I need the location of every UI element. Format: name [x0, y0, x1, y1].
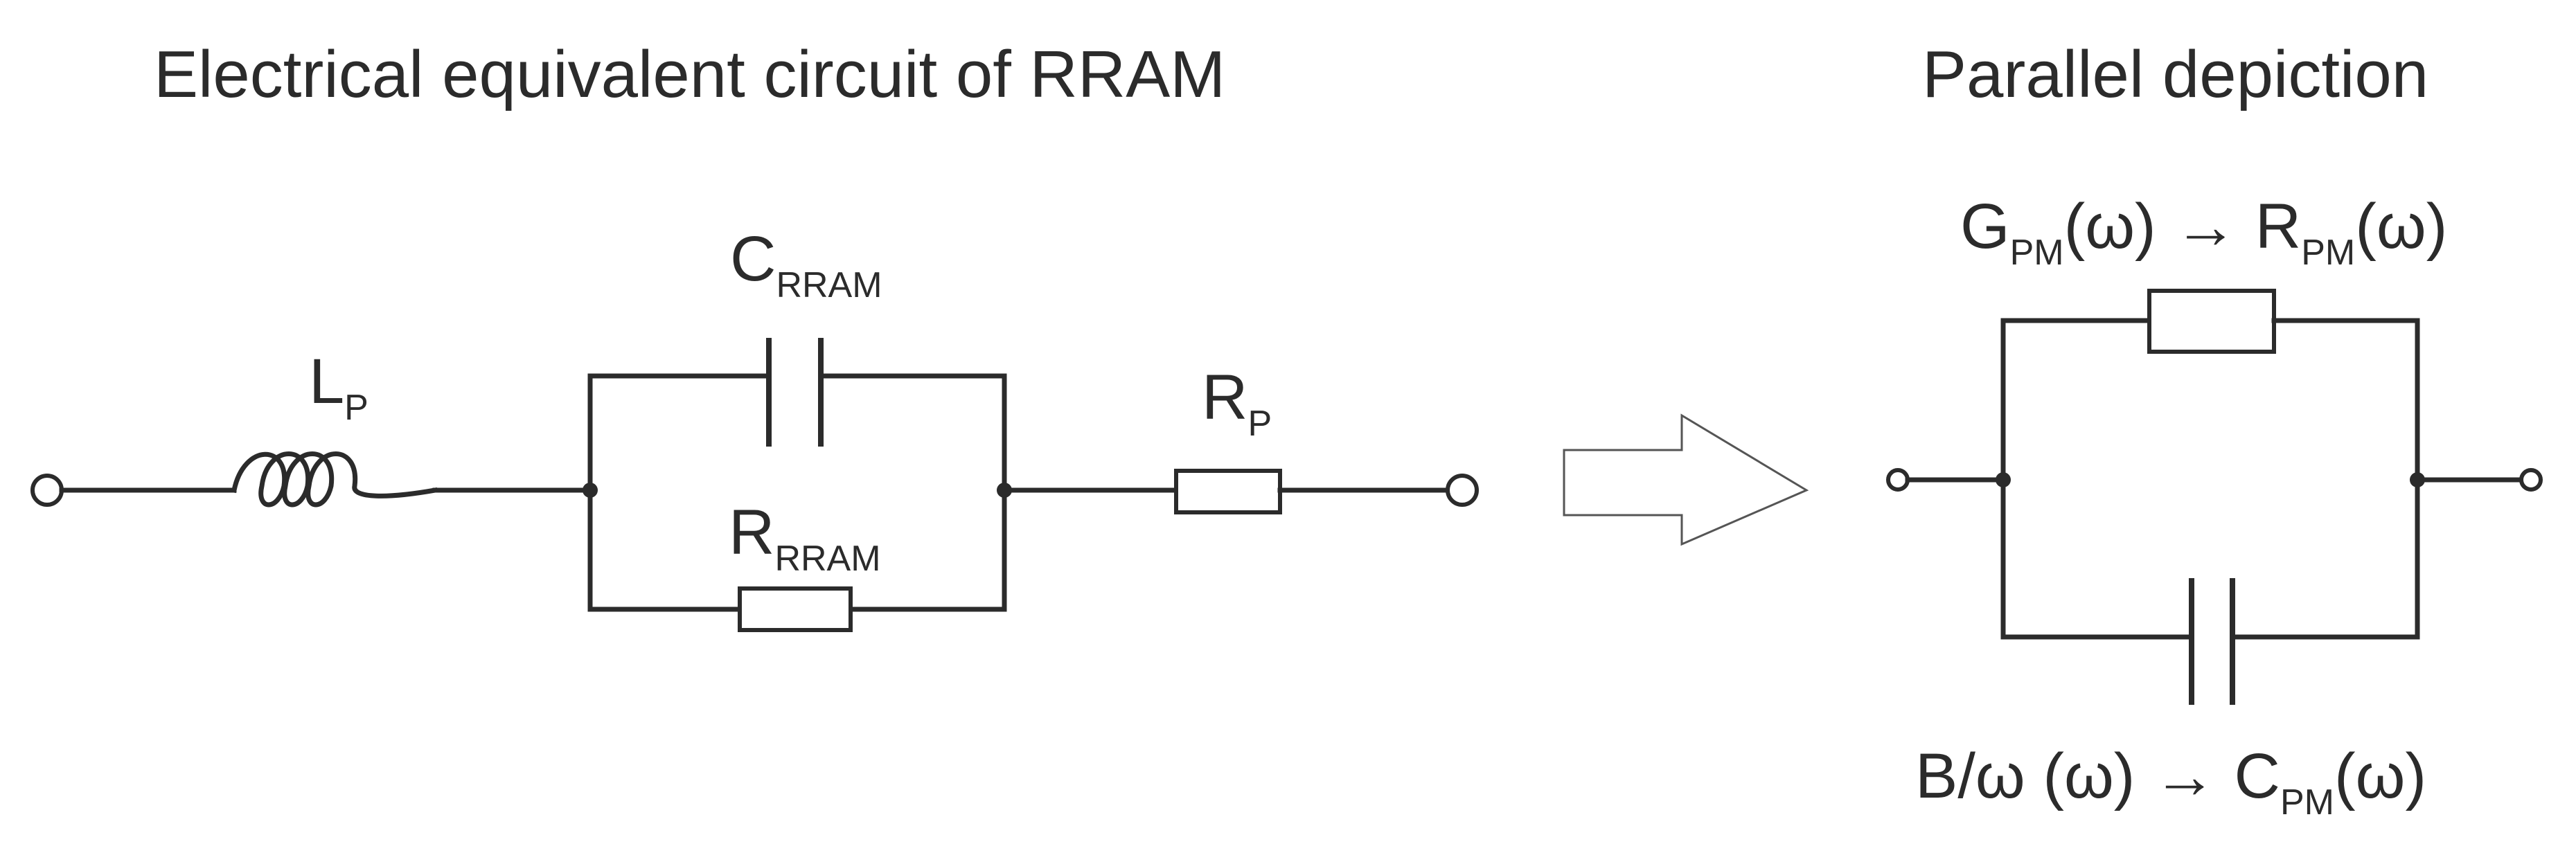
resistor-rram-label: RRRAM — [729, 497, 881, 579]
wire-parallel-top-left — [2000, 318, 2152, 640]
output-terminal-right — [2519, 468, 2543, 492]
input-terminal-left — [30, 474, 64, 507]
transform-arrow — [1563, 413, 1809, 546]
input-terminal-right — [1886, 468, 1910, 492]
resistor-pm — [2147, 289, 2276, 354]
bottom-parallel-label: B/ω (ω) → CPM(ω) — [1915, 741, 2426, 823]
resistor-rp — [1174, 469, 1282, 514]
capacitor-rram-label: CRRAM — [730, 224, 882, 305]
resistor-rram — [738, 586, 853, 632]
inductor-label: LP — [309, 346, 368, 428]
wire-rram-top-right — [818, 373, 1007, 612]
wire-parallel-top-right — [2271, 318, 2420, 640]
right-circuit-title: Parallel depiction — [1922, 37, 2428, 111]
resistor-rp-label: RP — [1202, 362, 1272, 444]
left-circuit-title: Electrical equivalent circuit of RRAM — [154, 37, 1225, 111]
top-parallel-label: GPM(ω) → RPM(ω) — [1960, 191, 2447, 273]
output-terminal-left — [1446, 474, 1479, 507]
inductor-lp — [231, 451, 438, 508]
wire-rram-top-left — [587, 373, 772, 612]
